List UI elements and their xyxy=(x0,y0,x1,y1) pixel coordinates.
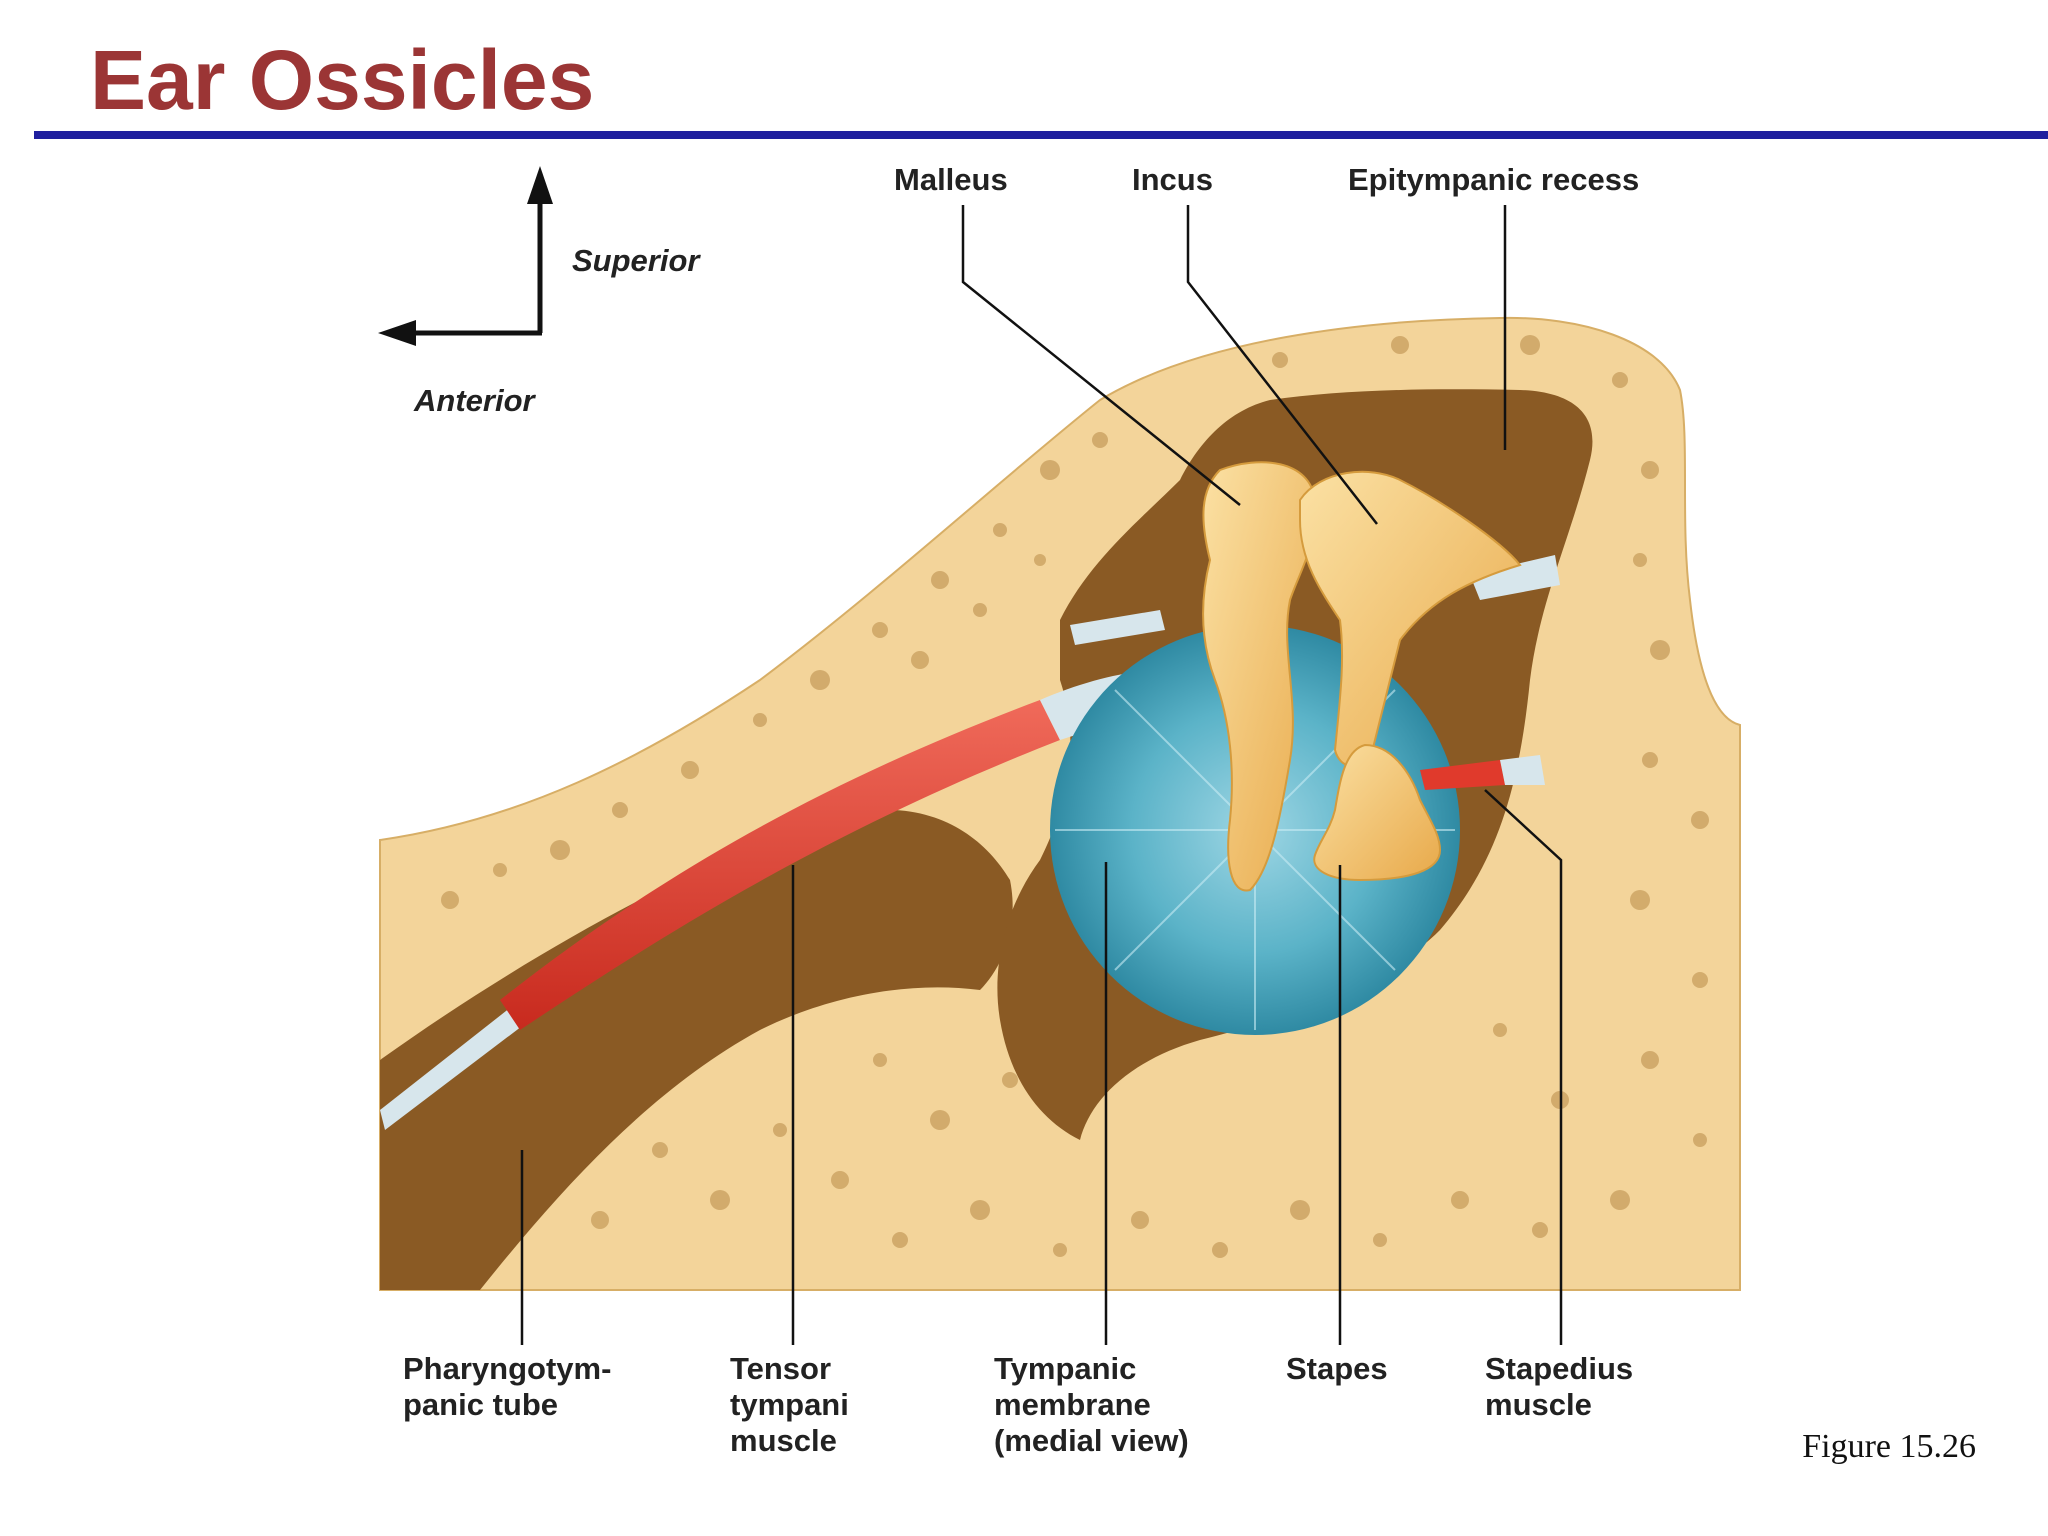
ligament-posterior xyxy=(1470,555,1560,600)
tympanic-membrane-label-line2: membrane xyxy=(994,1387,1151,1422)
structure-labels: Malleus Incus Epitympanic recess Pharyng… xyxy=(403,162,1639,1458)
stapes xyxy=(1313,743,1442,882)
incus xyxy=(1299,470,1522,768)
superior-label: Superior xyxy=(572,243,701,278)
malleus-leader xyxy=(961,205,1241,506)
page-title: Ear Ossicles xyxy=(90,33,595,127)
malleus-label: Malleus xyxy=(894,162,1008,197)
pharyngotympanic-tube-label-line2: panic tube xyxy=(403,1387,558,1422)
ligament-anterior xyxy=(1070,610,1165,645)
pharyngotympanic-tube-cavity xyxy=(380,809,1013,1290)
bone-texture xyxy=(441,335,1709,1258)
stapedius-muscle xyxy=(1420,760,1505,790)
anterior-label: Anterior xyxy=(413,383,537,418)
stapes-label: Stapes xyxy=(1286,1351,1388,1386)
ossicles xyxy=(1202,461,1522,892)
title-divider xyxy=(34,131,2048,139)
leader-lines xyxy=(520,205,1563,1345)
epitympanic-recess-label: Epitympanic recess xyxy=(1348,162,1639,197)
tympanic-membrane-label-line3: (medial view) xyxy=(994,1423,1189,1458)
tympanic-membrane-label-line1: Tympanic xyxy=(994,1351,1136,1386)
orientation-indicator xyxy=(378,166,553,346)
tensor-tympani-label-line2: tympani xyxy=(730,1387,849,1422)
stapedius-label-line1: Stapedius xyxy=(1485,1351,1633,1386)
incus-label: Incus xyxy=(1132,162,1213,197)
figure-caption: Figure 15.26 xyxy=(1802,1428,1976,1465)
stapedius-leader xyxy=(1484,789,1563,1345)
stapedius-label-line2: muscle xyxy=(1485,1387,1592,1422)
incus-leader xyxy=(1186,205,1378,525)
tensor-tympani-label-line1: Tensor xyxy=(730,1351,831,1386)
orientation-labels: Superior Anterior xyxy=(413,243,701,418)
tensor-tympani-label-line3: muscle xyxy=(730,1423,837,1458)
pharyngotympanic-tube-label-line1: Pharyngotym- xyxy=(403,1351,611,1386)
